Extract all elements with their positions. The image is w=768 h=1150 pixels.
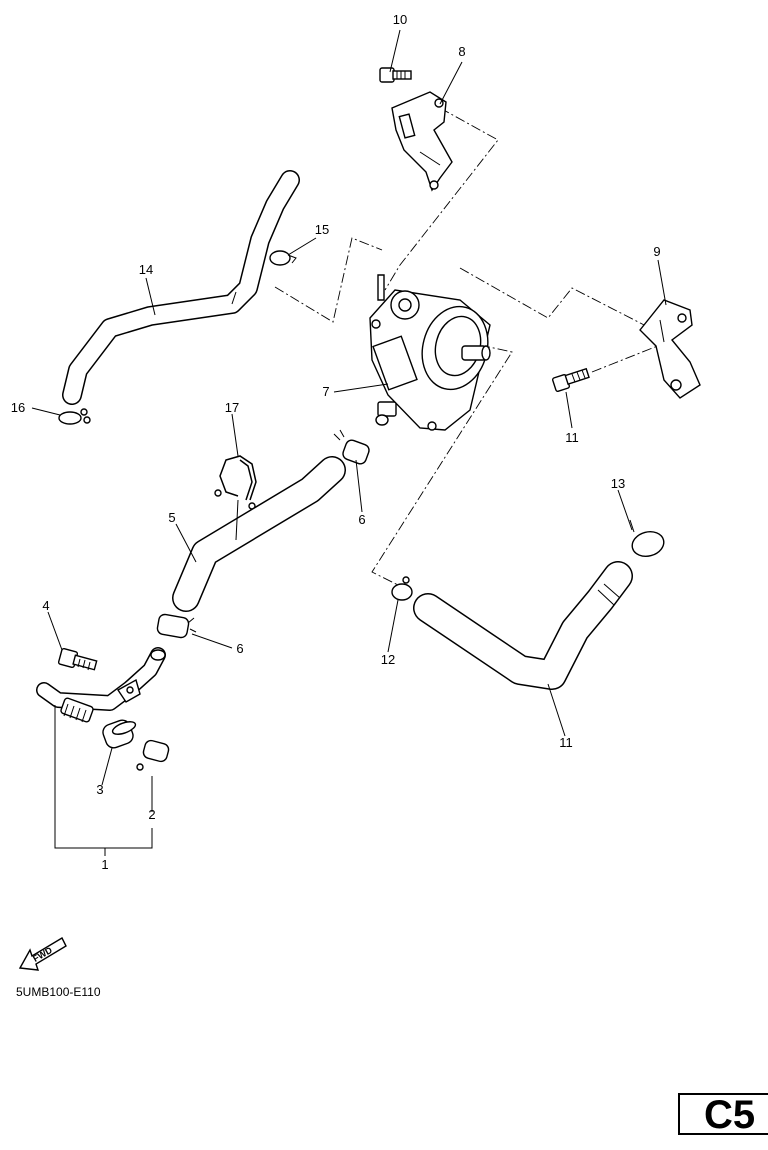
- hose-12: [413, 561, 633, 690]
- leader-5: [175, 523, 197, 563]
- bolt-4: [57, 647, 98, 671]
- callout-5: 5: [168, 510, 175, 525]
- callout-9: 9: [653, 244, 660, 259]
- clamp-14: [629, 519, 665, 558]
- callout-6-lower: 6: [236, 641, 243, 656]
- bracket-9: [639, 299, 701, 399]
- callout-2: 2: [148, 807, 155, 822]
- clamp-6-lower: [156, 613, 197, 639]
- figure-code: 5UMB100-E110: [16, 985, 101, 999]
- assembly-line-hose-15: [274, 237, 383, 323]
- fwd-arrow-icon: FWD: [18, 937, 67, 971]
- callout-16: 15: [315, 222, 329, 237]
- leader-12: [547, 683, 566, 737]
- callout-13: 12: [381, 652, 395, 667]
- callout-3: 3: [96, 782, 103, 797]
- page-reference: C5: [704, 1093, 756, 1137]
- leader-13: [387, 599, 399, 653]
- assembly-line-bolt-11: [591, 344, 661, 373]
- assembly-line-bracket-9: [459, 267, 651, 329]
- hose-5: [172, 456, 346, 612]
- air-valve-7: [369, 274, 491, 431]
- callout-14: 13: [611, 476, 625, 491]
- leader-7: [333, 383, 389, 393]
- leader-18: [231, 413, 239, 457]
- assembly-line-bracket-8: [384, 107, 499, 291]
- leader-3: [101, 747, 113, 786]
- bracket-8: [391, 91, 453, 192]
- leader-15: [145, 277, 156, 316]
- leader-6-lower: [191, 633, 233, 649]
- callout-6-upper: 6: [358, 512, 365, 527]
- callout-15: 14: [139, 262, 153, 277]
- leader-16: [287, 237, 317, 256]
- assembly-line-hose-12: [371, 344, 513, 586]
- clamp-2: [136, 739, 170, 771]
- callout-10: 10: [393, 12, 407, 27]
- pipe-assembly-1: [36, 647, 166, 723]
- leader-5b: [235, 499, 239, 541]
- leader-4: [47, 611, 63, 651]
- callout-7: 7: [322, 384, 329, 399]
- bolt-10: [379, 67, 412, 83]
- leader-10: [389, 29, 401, 73]
- clip-18: [214, 455, 257, 510]
- page-reference-box: C5: [678, 1093, 768, 1137]
- hose-3: [102, 719, 137, 749]
- clamp-6-upper: [333, 429, 370, 465]
- callout-1: 1: [101, 857, 108, 872]
- callout-12: 11: [559, 735, 573, 750]
- leader-9: [657, 259, 667, 306]
- leader-1-bracket: [54, 705, 153, 856]
- clip-13: [391, 576, 413, 601]
- clip-16: [269, 250, 297, 266]
- leader-6-upper: [355, 459, 363, 513]
- callout-17: 16: [11, 400, 25, 415]
- clip-17: [58, 408, 91, 425]
- leader-8: [439, 61, 463, 105]
- leader-17: [31, 407, 61, 416]
- callout-18: 17: [225, 400, 239, 415]
- leader-11: [565, 391, 573, 429]
- callout-4: 4: [42, 598, 49, 613]
- bolt-11: [551, 367, 590, 393]
- hose-15: [62, 170, 300, 405]
- leader-14: [617, 489, 633, 531]
- callout-11: 11: [565, 430, 579, 445]
- callout-8: 8: [458, 44, 465, 59]
